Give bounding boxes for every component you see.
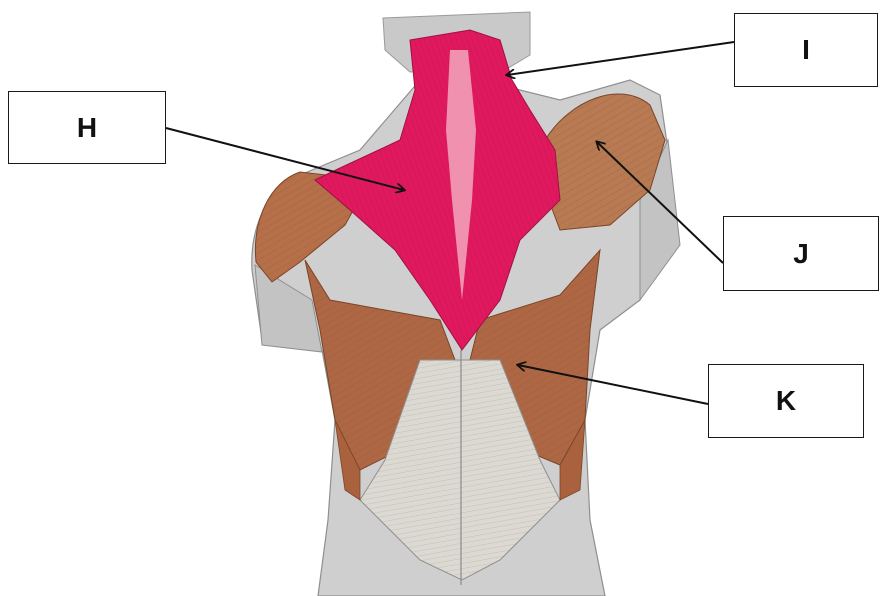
label-box-h: H: [8, 91, 166, 164]
label-box-j: J: [723, 216, 879, 291]
leader-line-i: [507, 42, 734, 75]
label-j-text: J: [793, 238, 809, 270]
label-k-text: K: [776, 385, 796, 417]
label-i-text: I: [802, 34, 810, 66]
label-box-i: I: [734, 13, 878, 87]
label-h-text: H: [77, 112, 97, 144]
label-box-k: K: [708, 364, 864, 438]
